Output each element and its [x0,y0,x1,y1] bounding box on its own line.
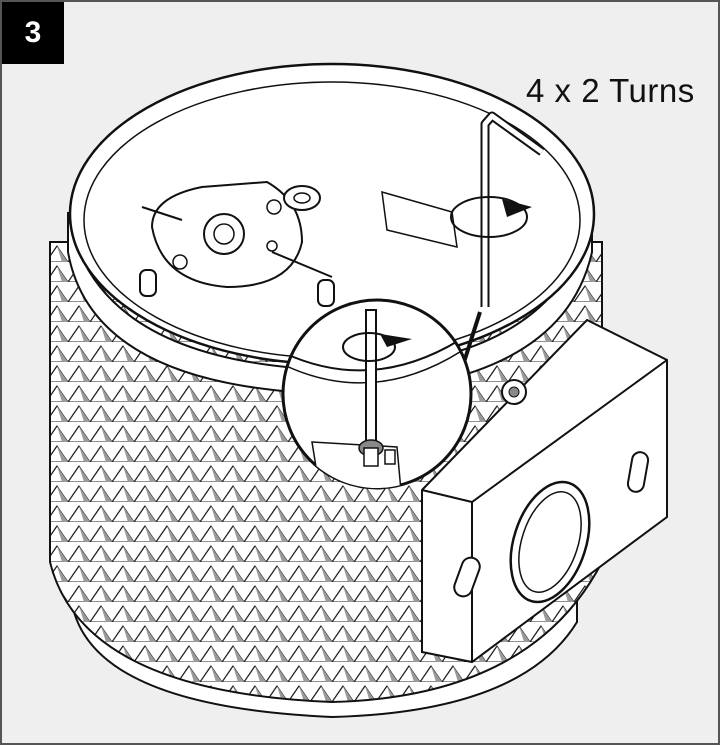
mount-plate [139,180,458,307]
instruction-caption: 4 x 2 Turns [526,72,695,109]
hex-key-icon [480,111,545,307]
side-bracket [421,318,668,664]
step-number: 3 [24,16,42,49]
detail-magnifier [281,298,473,490]
rotation-arrow-icon [450,196,532,238]
step-number-badge: 3 [2,2,64,64]
